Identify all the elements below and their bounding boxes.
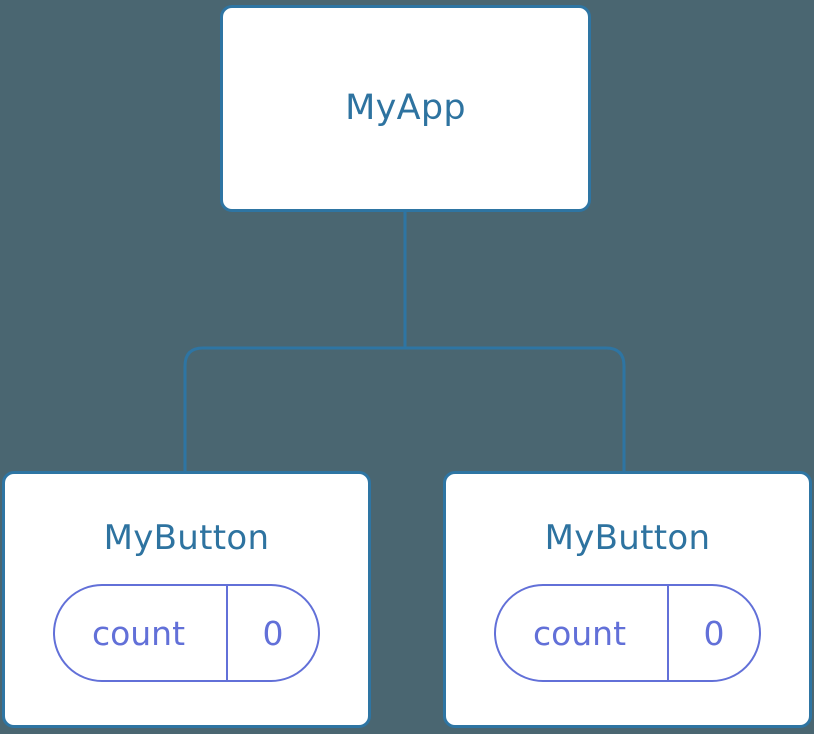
tree-node-child-1[interactable]: MyButton count 0 xyxy=(443,471,812,728)
state-pill-child-1[interactable]: count 0 xyxy=(494,584,761,682)
node-title-root: MyApp xyxy=(345,88,466,128)
state-value-child-0: 0 xyxy=(262,613,284,653)
node-title-child-0: MyButton xyxy=(103,518,270,558)
edge-branch-right xyxy=(405,346,626,471)
state-value-child-1: 0 xyxy=(703,613,725,653)
tree-node-child-0[interactable]: MyButton count 0 xyxy=(2,471,371,728)
edge-branch-left xyxy=(183,346,405,471)
state-pill-child-0[interactable]: count 0 xyxy=(53,584,320,682)
tree-node-root[interactable]: MyApp xyxy=(220,5,591,212)
node-title-child-1: MyButton xyxy=(544,518,711,558)
state-key-child-0: count xyxy=(55,586,228,680)
state-key-child-1: count xyxy=(496,586,669,680)
